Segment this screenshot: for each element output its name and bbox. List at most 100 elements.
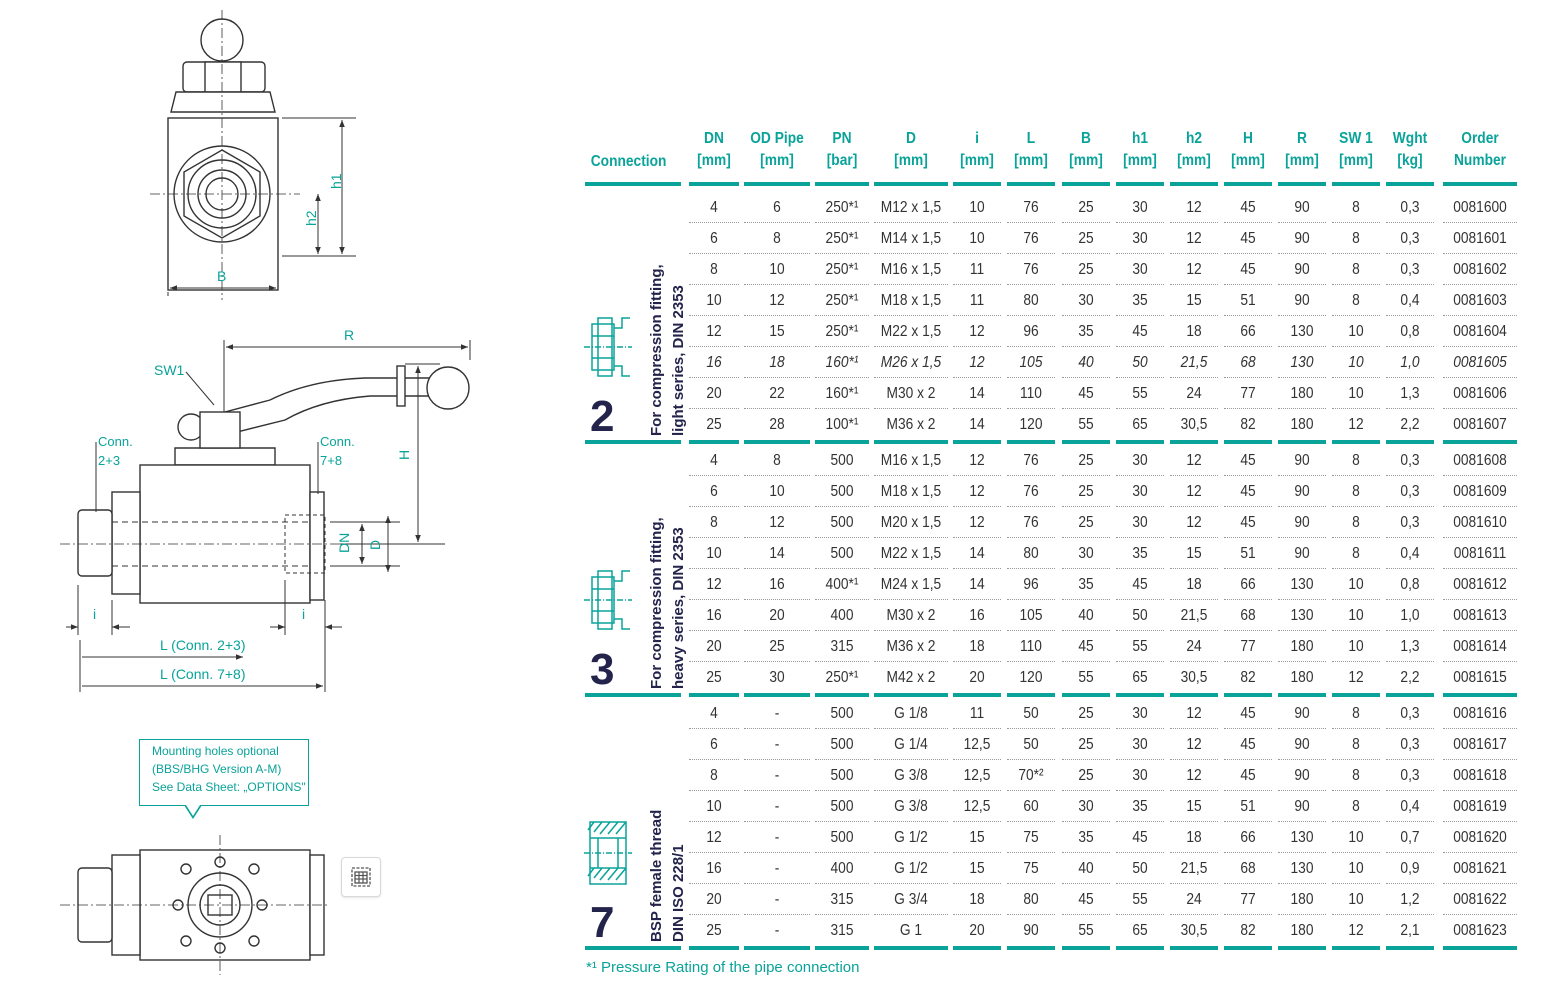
section-underline [1007,946,1055,950]
row-divider [1443,883,1517,884]
table-cell: 90 [1023,922,1039,939]
row-divider [1443,284,1517,285]
section-underline [1116,440,1164,444]
table-cell: 0081609 [1453,483,1507,500]
row-divider [1443,222,1517,223]
table-cell: 30 [1078,798,1094,815]
section-underline [744,946,810,950]
header-underline [1116,182,1164,186]
table-cell: 76 [1023,199,1039,216]
table-cell: 18 [769,354,785,371]
table-cell: 90 [1294,736,1310,753]
table-cell: 30 [1078,292,1094,309]
section-underline [815,946,869,950]
row-divider [1224,599,1272,600]
table-cell: 0081607 [1453,416,1507,433]
column-header-line: i [975,130,979,147]
row-divider [689,315,739,316]
header-underline [1278,182,1326,186]
row-divider [815,315,869,316]
table-cell: 0,4 [1400,798,1420,815]
table-cell: 120 [1019,669,1043,686]
row-divider [1062,599,1110,600]
table-cell: M36 x 2 [886,416,936,433]
technical-drawings: h1 h2 B R SW1 Conn. 2+3 Conn. 7+8 [60,10,471,975]
row-divider [1062,315,1110,316]
table-cell: 8 [1352,545,1360,562]
table-cell: 10 [769,261,785,278]
table-grid-button[interactable] [341,857,381,897]
table-cell: 45 [1240,483,1256,500]
table-cell: M24 x 1,5 [880,576,942,593]
table-cell: 250*¹ [825,199,859,216]
table-cell: 12 [769,514,785,531]
table-cell: 40 [1078,860,1094,877]
section-underline [1170,440,1218,444]
table-cell: 28 [769,416,785,433]
row-divider [1332,661,1380,662]
row-divider [874,222,948,223]
row-divider [874,537,948,538]
table-cell: 130 [1290,354,1314,371]
front-view-drawing [150,10,300,300]
table-cell: 30 [1132,230,1148,247]
row-divider [1443,821,1517,822]
row-divider [1224,537,1272,538]
table-cell: 6 [710,230,718,247]
row-divider [744,661,810,662]
row-divider [815,599,869,600]
table-cell: 10 [706,292,722,309]
table-cell: 25 [1078,483,1094,500]
row-divider [953,728,1001,729]
table-cell: M22 x 1,5 [880,323,942,340]
table-cell: 21,5 [1180,607,1208,624]
row-divider [1116,537,1164,538]
row-divider [815,728,869,729]
row-divider [1116,728,1164,729]
section-underline [1278,946,1326,950]
section-title: heavy series, DIN 2353 [670,527,687,689]
row-divider [1116,506,1164,507]
table-cell: 180 [1290,922,1314,939]
section-underline [1007,693,1055,697]
table-cell: 15 [1186,292,1202,309]
table-cell: 14 [969,545,985,562]
table-cell: 1,2 [1400,891,1420,908]
row-divider [1062,346,1110,347]
row-divider [1278,599,1326,600]
row-divider [1116,408,1164,409]
table-cell: 90 [1294,545,1310,562]
row-divider [874,568,948,569]
table-cell: 12 [1348,669,1364,686]
row-divider [1278,253,1326,254]
label-b: B [217,268,226,284]
row-divider [1386,408,1434,409]
row-divider [1332,253,1380,254]
table-cell: 250*¹ [825,230,859,247]
row-divider [689,284,739,285]
table-cell: 180 [1290,891,1314,908]
row-divider [1007,346,1055,347]
table-cell: 0,7 [1400,829,1420,846]
section-underline [1443,946,1517,950]
row-divider [953,883,1001,884]
table-cell: 76 [1023,452,1039,469]
row-divider [1386,568,1434,569]
row-divider [689,883,739,884]
header-underline [744,182,810,186]
row-divider [1443,346,1517,347]
table-cell: M42 x 2 [886,669,936,686]
row-divider [1278,408,1326,409]
column-header-line: PN [832,130,852,147]
table-cell: 0081610 [1453,514,1507,531]
row-divider [744,568,810,569]
row-divider [1332,377,1380,378]
row-divider [815,852,869,853]
row-divider [1170,821,1218,822]
table-cell: 45 [1240,199,1256,216]
table-cell: 90 [1294,261,1310,278]
row-divider [1386,914,1434,915]
row-divider [1386,537,1434,538]
section-title: DIN ISO 228/1 [670,844,687,942]
table-cell: 55 [1132,385,1148,402]
